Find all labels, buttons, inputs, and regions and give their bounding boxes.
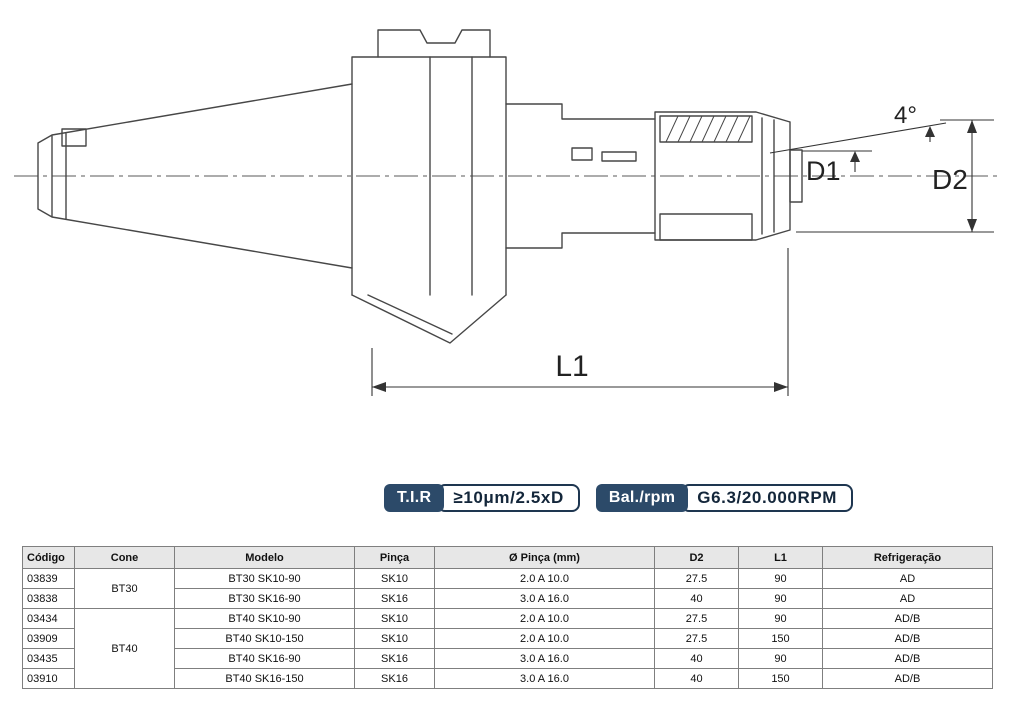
column-header: Código — [22, 546, 75, 569]
column-header: Cone — [74, 546, 175, 569]
dimension-lines — [371, 119, 994, 396]
table-cell: 90 — [738, 588, 823, 609]
table-cell: AD — [822, 568, 993, 589]
column-header: L1 — [738, 546, 823, 569]
table-cell: 2.0 A 10.0 — [434, 608, 655, 629]
dim-label-d2: D2 — [932, 164, 968, 195]
column-header: Modelo — [174, 546, 355, 569]
table-cell: SK10 — [354, 628, 435, 649]
balance-label-badge: Bal./rpm — [595, 484, 689, 512]
table-cell: 90 — [738, 608, 823, 629]
table-cell: 3.0 A 16.0 — [434, 668, 655, 689]
dim-label-d1: D1 — [806, 156, 841, 186]
balance-value-box: G6.3/20.000RPM — [681, 484, 854, 512]
table-cell: 40 — [654, 648, 739, 669]
technical-drawing: D1 4° D2 L1 — [14, 29, 1000, 396]
toolholder-outline — [37, 29, 803, 344]
table-cell: AD/B — [822, 648, 993, 669]
table-cell: 40 — [654, 668, 739, 689]
table-cell: BT40 SK16-150 — [174, 668, 355, 689]
table-cell: BT40 SK10-90 — [174, 608, 355, 629]
table-cell: SK10 — [354, 608, 435, 629]
table-cell: 27.5 — [654, 608, 739, 629]
table-cell: AD — [822, 588, 993, 609]
table-cell: SK10 — [354, 568, 435, 589]
table-cell: 27.5 — [654, 568, 739, 589]
tir-spec: T.I.R ≥10μm/2.5xD — [384, 484, 580, 512]
table-cell: 90 — [738, 568, 823, 589]
column-header: Ø Pinça (mm) — [434, 546, 655, 569]
table-cell: SK16 — [354, 588, 435, 609]
cone-group-cell: BT30 — [74, 568, 175, 609]
table-cell: SK16 — [354, 648, 435, 669]
table-cell: 90 — [738, 648, 823, 669]
spec-badges: T.I.R ≥10μm/2.5xD Bal./rpm G6.3/20.000RP… — [384, 484, 854, 512]
column-header: Pinça — [354, 546, 435, 569]
cone-group-cell: BT40 — [74, 608, 175, 689]
codigo-cell: 03435 — [22, 648, 75, 669]
table-cell: 3.0 A 16.0 — [434, 648, 655, 669]
dimension-arrowheads — [372, 120, 977, 392]
table-cell: SK16 — [354, 668, 435, 689]
knurl-hatching — [665, 115, 751, 143]
dim-label-l1: L1 — [555, 350, 588, 383]
codigo-cell: 03838 — [22, 588, 75, 609]
table-cell: 2.0 A 10.0 — [434, 628, 655, 649]
table-cell: BT40 SK10-150 — [174, 628, 355, 649]
table-cell: AD/B — [822, 668, 993, 689]
table-cell: BT30 SK10-90 — [174, 568, 355, 589]
table-cell: 150 — [738, 628, 823, 649]
table-cell: 2.0 A 10.0 — [434, 568, 655, 589]
balance-spec: Bal./rpm G6.3/20.000RPM — [595, 484, 854, 512]
column-header: D2 — [654, 546, 739, 569]
table-cell: 3.0 A 16.0 — [434, 588, 655, 609]
table-cell: BT40 SK16-90 — [174, 648, 355, 669]
codigo-cell: 03910 — [22, 668, 75, 689]
codigo-cell: 03839 — [22, 568, 75, 589]
table-cell: 27.5 — [654, 628, 739, 649]
dim-label-angle: 4° — [894, 102, 917, 129]
table-cell: 150 — [738, 668, 823, 689]
table-cell: BT30 SK16-90 — [174, 588, 355, 609]
toolholder-drawing: D1 4° D2 L1 — [14, 29, 1000, 396]
codigo-cell: 03909 — [22, 628, 75, 649]
codigo-cell: 03434 — [22, 608, 75, 629]
column-header: Refrigeração — [822, 546, 993, 569]
tir-label-badge: T.I.R — [384, 484, 445, 512]
tir-value-box: ≥10μm/2.5xD — [437, 484, 580, 512]
table-cell: 40 — [654, 588, 739, 609]
table-cell: AD/B — [822, 608, 993, 629]
table-cell: AD/B — [822, 628, 993, 649]
